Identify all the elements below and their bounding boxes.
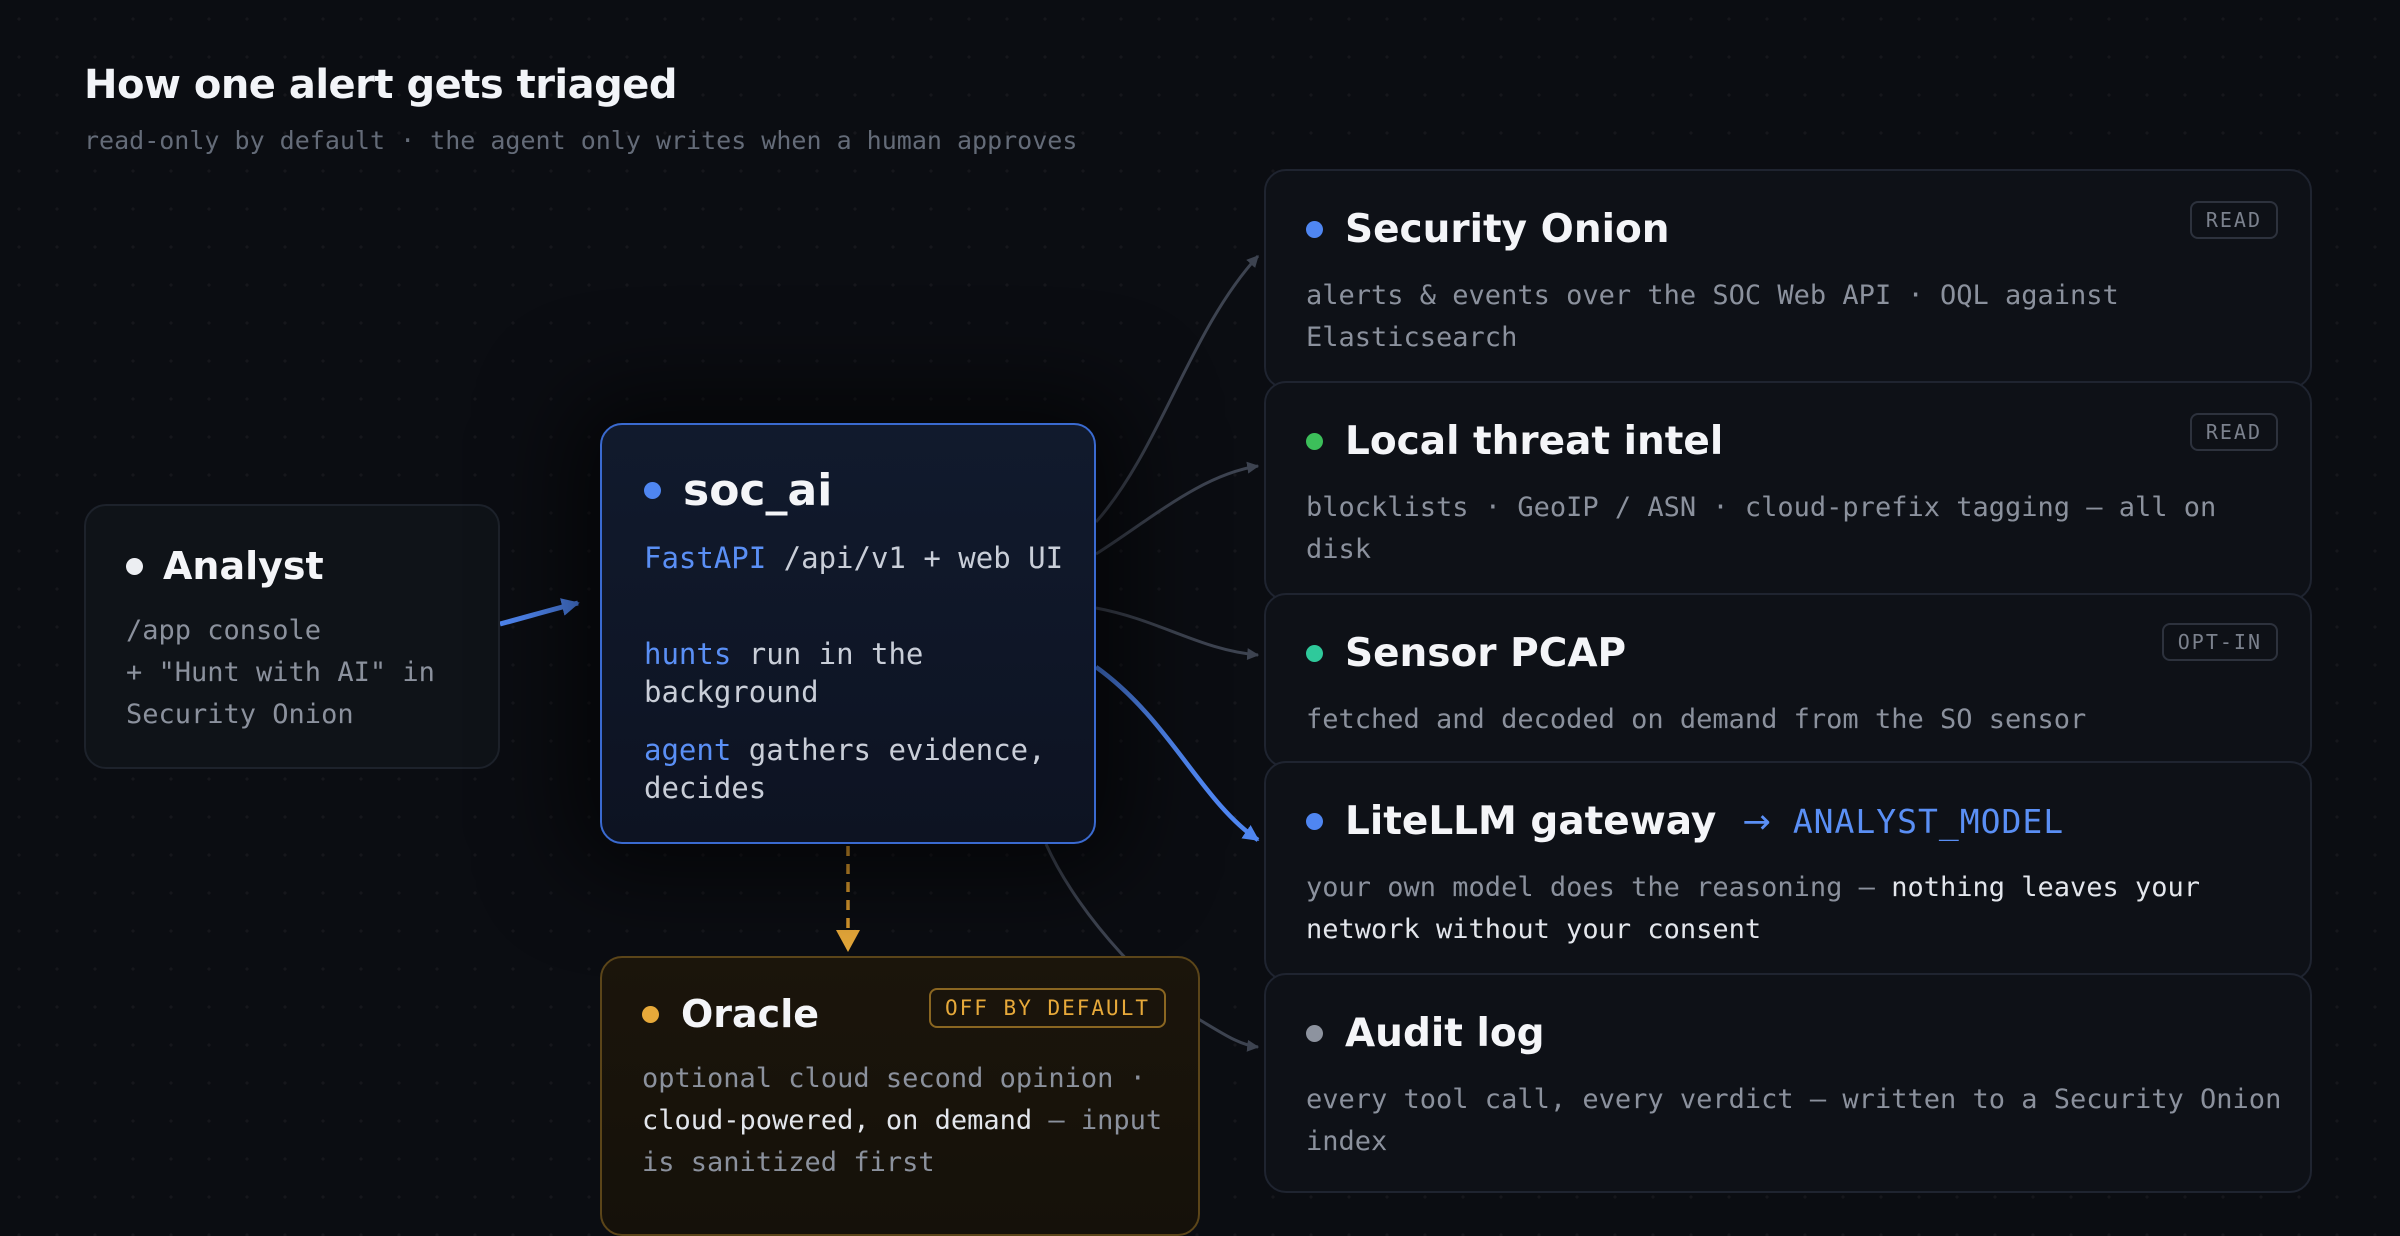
security-onion-description: alerts & events over the SOC Web API · O… [1306, 280, 2119, 353]
analyst-line: + "Hunt with AI" in [126, 657, 435, 688]
sensor-pcap-opt-in-badge: OPT-IN [2161, 623, 2278, 661]
litellm-dot-icon [1306, 813, 1323, 830]
connector-oracle-arrowhead [836, 930, 860, 952]
threat-intel-title: Local threat intel [1345, 419, 1724, 464]
oracle-node: Oracle OFF BY DEFAULT optional cloud sec… [600, 956, 1200, 1236]
audit-log-dot-icon [1306, 1025, 1323, 1042]
soc-ai-title-row: soc_ai [644, 465, 832, 516]
connector-to-threat-intel [1095, 461, 1260, 556]
security-onion-dot-icon [1306, 221, 1323, 238]
sensor-pcap-node: Sensor PCAP OPT-IN fetched and decoded o… [1264, 593, 2312, 768]
analyst-title-row: Analyst [126, 544, 324, 588]
oracle-description: optional cloud second opinion · cloud-po… [642, 1063, 1163, 1178]
audit-log-title-row: Audit log [1306, 1011, 1545, 1056]
litellm-gateway-node: LiteLLM gateway → ANALYST_MODEL your own… [1264, 761, 2312, 981]
oracle-title-row: Oracle [642, 992, 819, 1036]
connector-analyst-to-socai [499, 598, 580, 627]
connector-to-litellm [1094, 665, 1260, 842]
analyst-line: Security Onion [126, 699, 354, 730]
soc-ai-row-hunts: hunts run in the background [644, 637, 924, 709]
analyst-node: Analyst /app console + "Hunt with AI" in… [84, 504, 500, 769]
connector-to-security-onion [1094, 254, 1260, 523]
sensor-pcap-title: Sensor PCAP [1345, 631, 1627, 676]
litellm-title: LiteLLM gateway [1345, 799, 1717, 844]
sensor-pcap-dot-icon [1306, 645, 1323, 662]
audit-log-description: every tool call, every verdict — written… [1306, 1084, 2282, 1157]
analyst-dot-icon [126, 557, 143, 575]
oracle-off-by-default-badge: OFF BY DEFAULT [928, 988, 1166, 1028]
analyst-title: Analyst [163, 544, 324, 588]
audit-log-node: Audit log every tool call, every verdict… [1264, 973, 2312, 1193]
threat-intel-node: Local threat intel READ blocklists · Geo… [1264, 381, 2312, 601]
threat-intel-dot-icon [1306, 433, 1323, 450]
threat-intel-read-badge: READ [2189, 413, 2278, 451]
litellm-title-row: LiteLLM gateway → ANALYST_MODEL [1306, 799, 2064, 844]
sensor-pcap-description: fetched and decoded on demand from the S… [1306, 704, 2087, 735]
analyst-description: /app console + "Hunt with AI" in Securit… [126, 610, 435, 736]
threat-intel-description: blocklists · GeoIP / ASN · cloud-prefix … [1306, 492, 2217, 565]
security-onion-title-row: Security Onion [1306, 207, 1670, 252]
sensor-pcap-title-row: Sensor PCAP [1306, 631, 1626, 676]
litellm-description: your own model does the reasoning — noth… [1306, 872, 2201, 945]
threat-intel-title-row: Local threat intel [1306, 419, 1723, 464]
page-subtitle: read-only by default · the agent only wr… [84, 126, 1078, 155]
soc-ai-title: soc_ai [683, 465, 833, 516]
oracle-dot-icon [642, 1005, 659, 1023]
oracle-title: Oracle [681, 992, 820, 1036]
soc-ai-row-fastapi: FastAPI /api/v1 + web UI [644, 541, 1064, 575]
arrow-right-icon: → [1742, 801, 1771, 842]
security-onion-title: Security Onion [1345, 207, 1670, 252]
page-title: How one alert gets triaged [84, 62, 678, 108]
analyst-line: /app console [126, 615, 322, 646]
audit-log-title: Audit log [1345, 1011, 1545, 1056]
connector-to-sensor-pcap [1095, 606, 1260, 661]
soc-ai-dot-icon [644, 482, 661, 499]
soc-ai-row-agent: agent gathers evidence, decides [644, 733, 1046, 805]
security-onion-node: Security Onion READ alerts & events over… [1264, 169, 2312, 389]
security-onion-read-badge: READ [2189, 201, 2278, 239]
soc-ai-node: soc_ai FastAPI /api/v1 + web UI hunts ru… [600, 423, 1096, 844]
litellm-model-name: ANALYST_MODEL [1792, 802, 2065, 841]
